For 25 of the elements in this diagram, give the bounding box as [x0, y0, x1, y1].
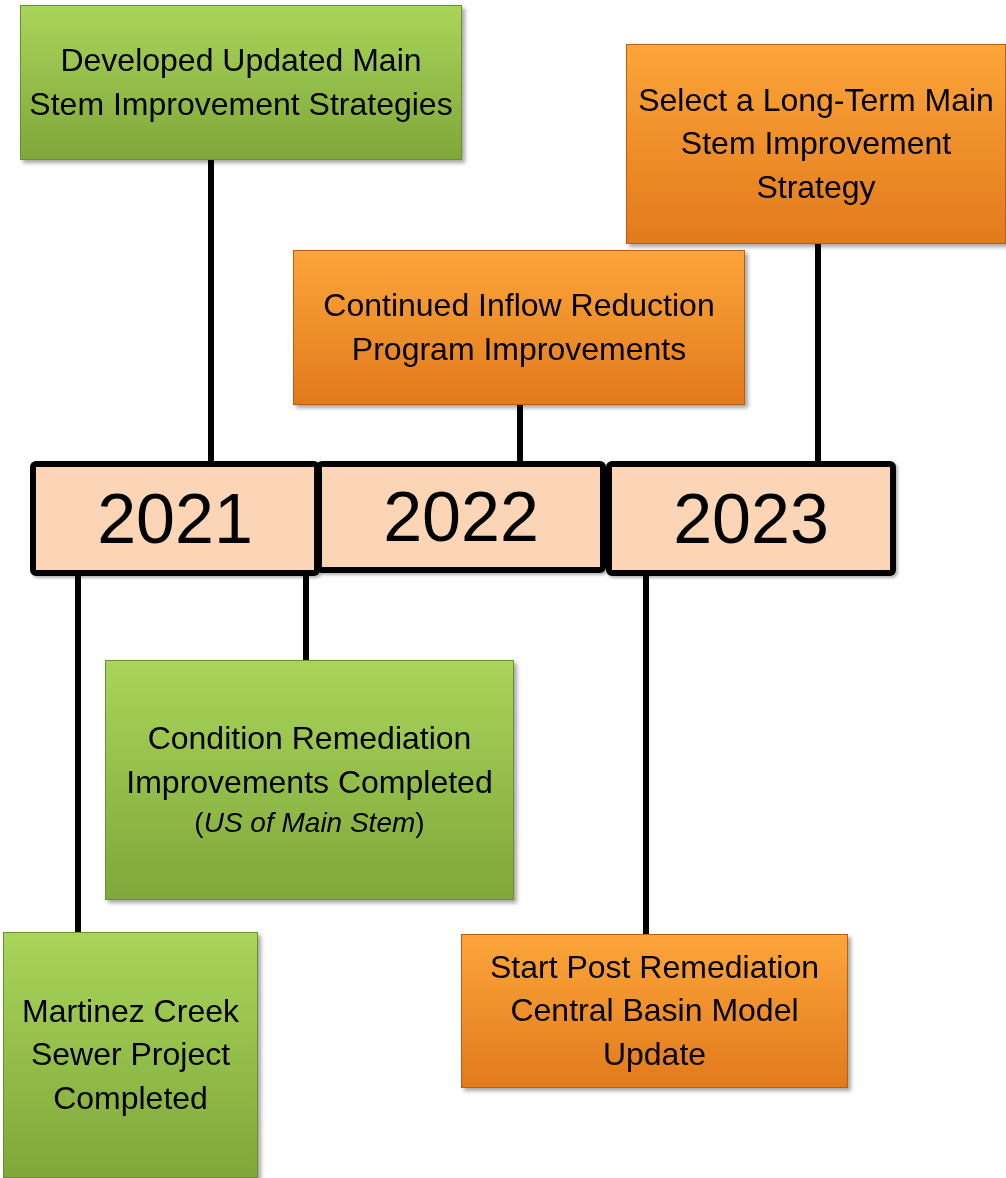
milestone-text: Martinez Creek Sewer Project Completed [21, 991, 240, 1118]
year-box [316, 461, 606, 573]
milestone-text: Condition Remediation Improvements Completed [125, 719, 494, 802]
milestone-text: Select a Long-Term Main Stem Improvement Strategy [637, 80, 995, 207]
connector-line [643, 576, 649, 934]
year-box [30, 461, 320, 576]
milestone-text: Continued Inflow Reduction Program Improvements [322, 286, 716, 369]
milestone-box [3, 932, 258, 1178]
milestone-box [461, 934, 848, 1088]
note-text: (US of Main Stem) [194, 806, 425, 841]
connector-line [815, 244, 821, 461]
connector-line [303, 576, 309, 660]
year-label: 2023 [673, 478, 829, 559]
milestone-text: Developed Updated Main Stem Improvement Strategies [29, 41, 453, 124]
connector-line [208, 160, 214, 461]
milestone-box [20, 5, 462, 160]
connector-line [75, 576, 81, 932]
milestone-box [626, 44, 1006, 244]
milestone-text: Start Post Remediation Central Basin Model Update [488, 947, 820, 1074]
milestone-box [293, 250, 745, 405]
milestone-box [105, 660, 514, 900]
year-label: 2022 [383, 477, 539, 557]
year-box [606, 461, 896, 576]
year-label: 2021 [97, 478, 253, 559]
connector-line [517, 405, 523, 461]
